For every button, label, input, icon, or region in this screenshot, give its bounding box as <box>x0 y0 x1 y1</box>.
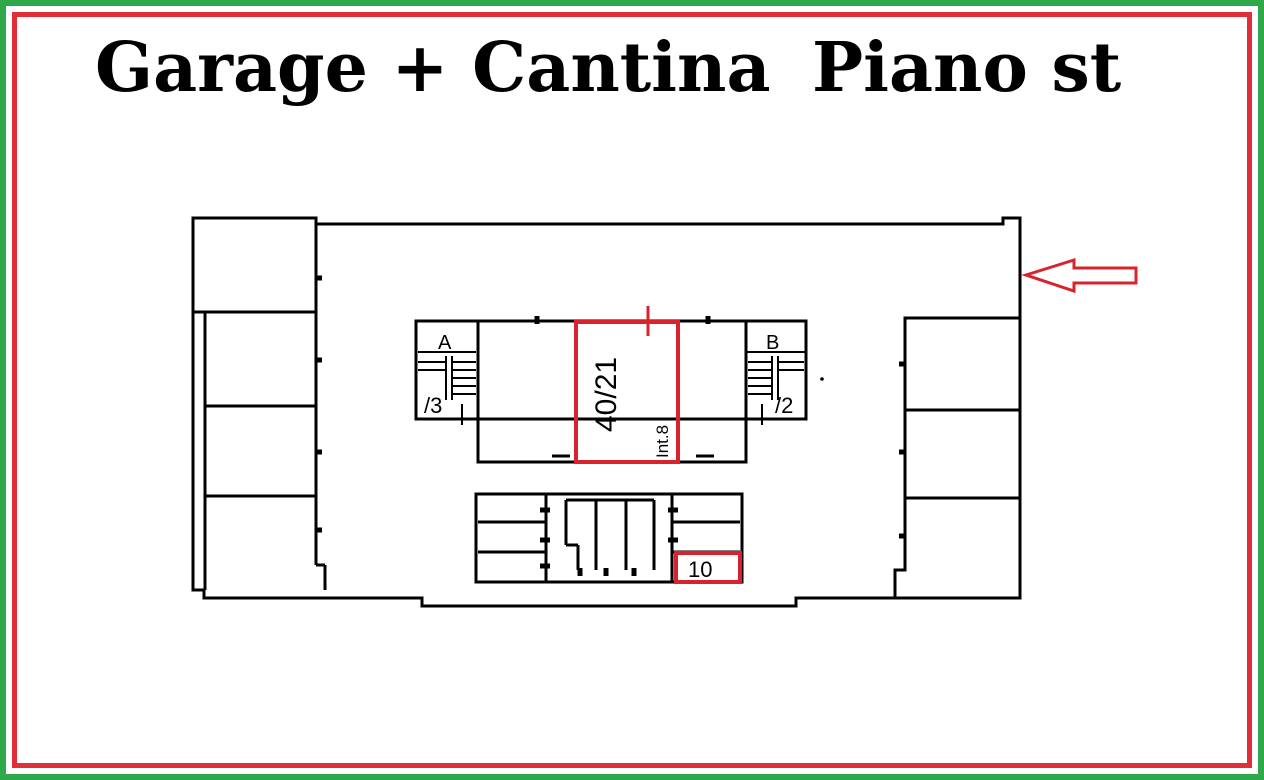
unit-int-label: Int.8 <box>653 425 672 458</box>
stair-b-label: B <box>766 332 779 354</box>
building-outline <box>191 216 1022 608</box>
stair-b-number: /2 <box>775 393 793 418</box>
cellar-number: 10 <box>688 557 712 582</box>
stair-a-number: /3 <box>424 393 442 418</box>
cellar-door-ticks <box>540 507 678 576</box>
inner-red-frame <box>12 12 1252 768</box>
plan-dot <box>820 377 824 381</box>
title-garage-cantina: Garage + Cantina <box>95 28 771 108</box>
cellar-block <box>474 492 744 584</box>
entrance-arrow-icon <box>1021 257 1138 294</box>
title-floor-level: Piano st <box>812 28 1122 108</box>
highlighted-garage-unit[interactable] <box>574 320 680 464</box>
stair-a <box>418 351 476 425</box>
unit-main-label: 40/21 <box>590 357 623 432</box>
wall-ticks <box>316 275 905 539</box>
stair-a-label: A <box>438 332 452 354</box>
stair-b <box>746 351 806 425</box>
highlighted-cellar[interactable] <box>674 551 742 584</box>
